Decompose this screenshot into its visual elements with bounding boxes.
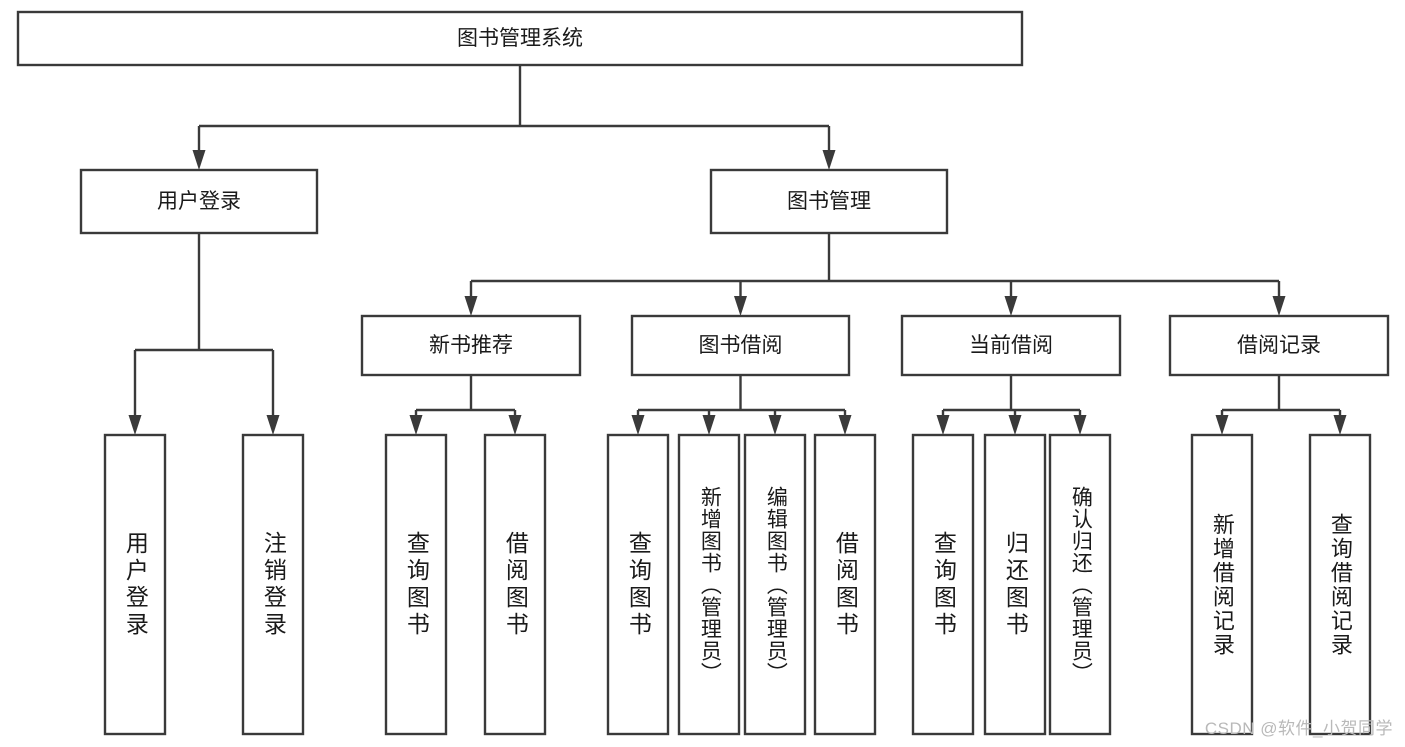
- arrow-head: [192, 150, 206, 170]
- node-label: 图书借阅: [699, 334, 783, 357]
- arrow-head: [936, 415, 950, 435]
- edge-group-book-manage: [464, 233, 1286, 316]
- node-label: 用户登录: [157, 190, 241, 213]
- node-box: [1048, 433, 1112, 736]
- node-box: [813, 433, 877, 736]
- node-box: [900, 314, 1122, 377]
- node-label: 图书管理: [787, 190, 871, 213]
- node-box: [79, 168, 319, 235]
- node-book-borrow[interactable]: 图书借阅: [630, 314, 851, 377]
- node-leaf-bb-query[interactable]: [606, 433, 670, 736]
- edge-group-root: [192, 65, 836, 170]
- node-user-login[interactable]: 用户登录: [79, 168, 319, 235]
- node-box: [384, 433, 448, 736]
- edge-group-cur-borrow: [936, 375, 1087, 435]
- arrow-head: [702, 415, 716, 435]
- node-borrow-rec[interactable]: 借阅记录: [1168, 314, 1390, 377]
- node-leaf-br-query[interactable]: [1308, 433, 1372, 736]
- node-leaf-bb-borrow[interactable]: [813, 433, 877, 736]
- node-leaf-bb-edit[interactable]: [743, 433, 807, 736]
- node-label: 借阅记录: [1237, 334, 1321, 357]
- node-cur-borrow[interactable]: 当前借阅: [900, 314, 1122, 377]
- arrow-head: [768, 415, 782, 435]
- node-box: [1190, 433, 1254, 736]
- node-box: [360, 314, 582, 377]
- node-box: [1168, 314, 1390, 377]
- arrow-head: [1073, 415, 1087, 435]
- connector-layer: [128, 65, 1347, 435]
- node-box: [103, 433, 167, 736]
- node-label: 图书管理系统: [457, 27, 583, 50]
- node-leaf-cb-confirm[interactable]: [1048, 433, 1112, 736]
- edge-group-user-login: [128, 233, 280, 435]
- node-box: [1308, 433, 1372, 736]
- edge-group-book-borrow: [631, 375, 852, 435]
- arrow-head: [1215, 415, 1229, 435]
- node-box: [630, 314, 851, 377]
- node-root[interactable]: 图书管理系统: [16, 10, 1024, 67]
- arrow-head: [508, 415, 522, 435]
- arrow-head: [1008, 415, 1022, 435]
- node-box: [743, 433, 807, 736]
- node-leaf-nb-query[interactable]: [384, 433, 448, 736]
- node-box: [911, 433, 975, 736]
- edge-group-borrow-rec: [1215, 375, 1347, 435]
- arrow-head: [1004, 296, 1018, 316]
- node-book-manage[interactable]: 图书管理: [709, 168, 949, 235]
- node-label: 新书推荐: [429, 334, 513, 357]
- node-new-book[interactable]: 新书推荐: [360, 314, 582, 377]
- node-box: [241, 433, 305, 736]
- node-leaf-user-login[interactable]: [103, 433, 167, 736]
- node-box: [16, 10, 1024, 67]
- arrow-head: [734, 296, 747, 316]
- arrow-head: [266, 415, 280, 435]
- arrow-head: [128, 415, 142, 435]
- node-box: [606, 433, 670, 736]
- node-leaf-br-add[interactable]: [1190, 433, 1254, 736]
- arrow-head: [1272, 296, 1286, 316]
- node-box: [483, 433, 547, 736]
- edge-group-new-book: [409, 375, 522, 435]
- node-box: [709, 168, 949, 235]
- node-leaf-bb-add[interactable]: [677, 433, 741, 736]
- node-leaf-user-logout[interactable]: [241, 433, 305, 736]
- node-leaf-nb-borrow[interactable]: [483, 433, 547, 736]
- arrow-head: [464, 296, 478, 316]
- node-leaf-cb-return[interactable]: [983, 433, 1047, 736]
- arrow-head: [838, 415, 852, 435]
- arrow-head: [822, 150, 836, 170]
- node-box: [677, 433, 741, 736]
- arrow-head: [409, 415, 423, 435]
- node-leaf-cb-query[interactable]: [911, 433, 975, 736]
- node-label: 当前借阅: [969, 334, 1053, 357]
- arrow-head: [1333, 415, 1347, 435]
- node-box: [983, 433, 1047, 736]
- arrow-head: [631, 415, 645, 435]
